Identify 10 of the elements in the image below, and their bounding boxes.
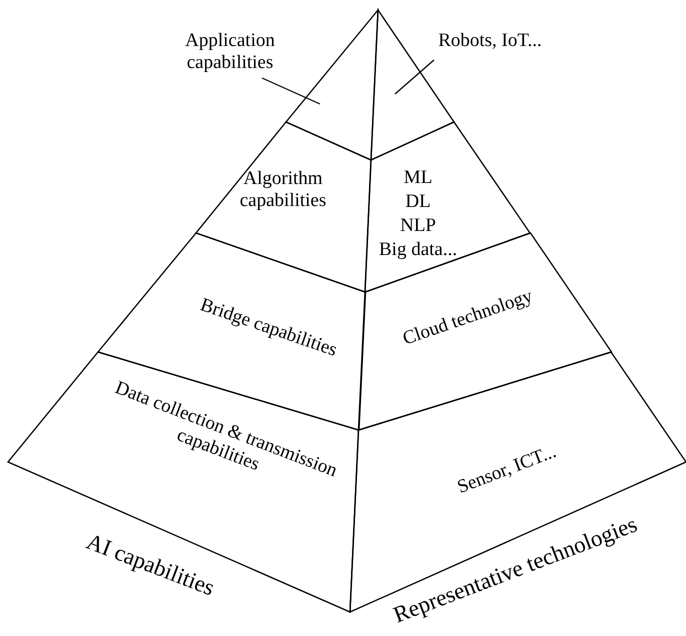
list-item: Big data... bbox=[379, 238, 458, 262]
leader-line bbox=[262, 77, 320, 105]
list-item: NLP bbox=[399, 214, 437, 238]
callout-label: Robots, IoT... bbox=[425, 30, 555, 52]
segment-label: Algorithm capabilities bbox=[238, 168, 328, 212]
list-item: DL bbox=[404, 190, 432, 214]
segment-label: Sensor, ICT... bbox=[454, 441, 560, 499]
leader-line bbox=[394, 60, 434, 94]
callout-label: Application capabilities bbox=[175, 30, 285, 74]
list-item: ML bbox=[402, 166, 434, 190]
